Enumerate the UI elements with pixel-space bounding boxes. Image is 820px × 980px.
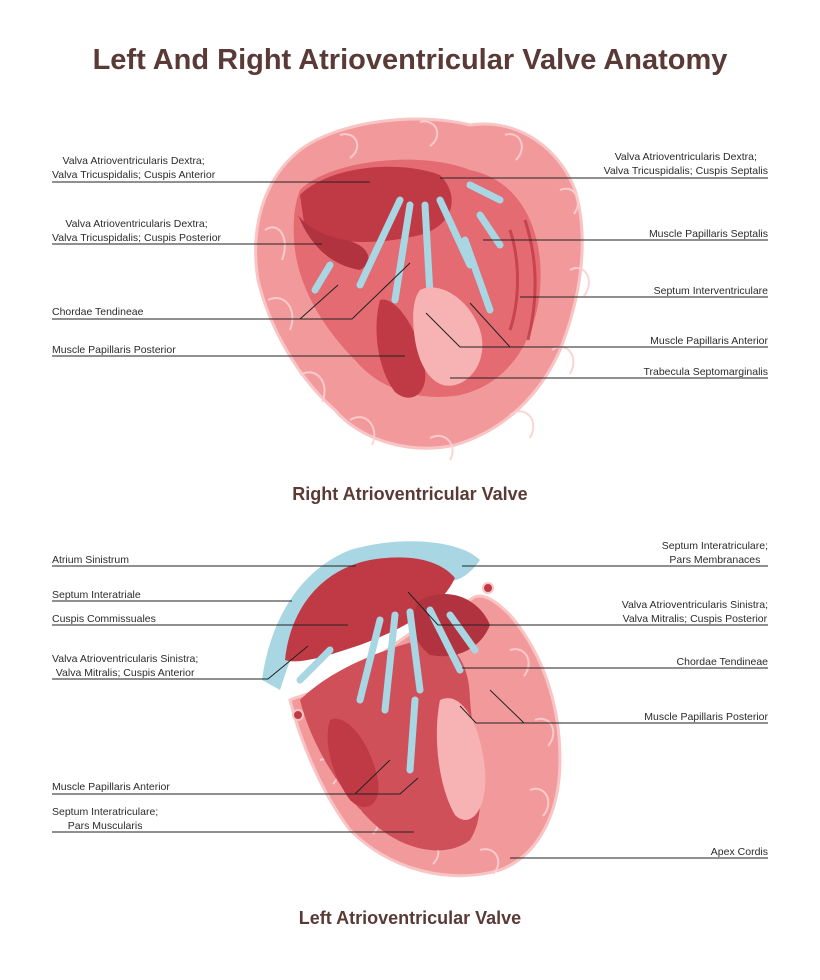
leader-lv-papillaris-anterior <box>52 759 419 795</box>
label-lv-apex-cordis: Apex Cordis <box>710 846 768 858</box>
label-rv-muscle-papillaris-posterior: Muscle Papillaris Posterior <box>52 344 176 356</box>
leader-rv-papillaris-anterior <box>425 302 768 348</box>
leader-rv-chordae <box>52 262 411 320</box>
label-lv-atrium-sinistrum: Atrium Sinistrum <box>52 554 130 566</box>
label-lv-septum-pars-membranaces: Septum Interatriculare; Pars Membranaces <box>661 540 768 566</box>
label-lv-septum-interatriale: Septum Interatriale <box>52 589 141 601</box>
label-lv-cuspis-commissuales: Cuspis Commissuales <box>52 613 156 625</box>
label-rv-muscle-papillaris-septalis: Muscle Papillaris Septalis <box>648 228 768 240</box>
leader-lv-cuspis-posterior <box>407 591 768 626</box>
label-lv-muscle-papillaris-anterior: Muscle Papillaris Anterior <box>52 781 170 793</box>
label-rv-trabecula-septomarginalis: Trabecula Septomarginalis <box>643 366 768 378</box>
page-title: Left And Right Atrioventricular Valve An… <box>92 44 728 76</box>
left-ventricle-chamber <box>300 639 481 851</box>
left-atrium-membrane <box>262 541 480 690</box>
muscle-papillaris-posterior-shape-left <box>436 698 486 820</box>
label-rv-cuspis-posterior: Valva Atrioventricularis Dextra; Valva T… <box>52 218 222 244</box>
label-lv-cuspis-posterior: Valva Atrioventricularis Sinistra; Valva… <box>621 599 768 625</box>
label-lv-septum-pars-muscularis: Septum Interatriculare; Pars Muscularis <box>52 806 159 832</box>
leader-lv-cuspis-anterior <box>52 645 309 680</box>
right-valve-caption: Right Atrioventricular Valve <box>292 484 528 504</box>
label-rv-chordae-tendineae: Chordae Tendineae <box>52 306 144 318</box>
right-valve-heart <box>254 117 590 461</box>
vessel-dot-2 <box>292 709 304 721</box>
label-rv-muscle-papillaris-anterior: Muscle Papillaris Anterior <box>650 335 768 347</box>
left-valve-heart <box>262 541 562 878</box>
leader-lines <box>52 177 768 859</box>
label-rv-cuspis-septalis: Valva Atrioventricularis Dextra; Valva T… <box>603 151 768 177</box>
label-lv-muscle-papillaris-posterior: Muscle Papillaris Posterior <box>644 711 768 723</box>
muscle-papillaris-posterior-shape <box>376 299 426 398</box>
label-rv-septum-interventriculare: Septum Interventriculare <box>653 285 768 297</box>
muscle-papillaris-anterior-shape-left <box>327 718 379 808</box>
atrium-sinistrum-chamber <box>285 557 455 662</box>
cuspis-anterior-shape <box>300 166 452 242</box>
left-valve-caption: Left Atrioventricular Valve <box>298 908 522 928</box>
label-rv-cuspis-anterior: Valva Atrioventricularis Dextra; Valva T… <box>52 155 216 181</box>
leader-lv-papillaris-posterior <box>459 689 768 724</box>
chordae-tendineae-strands-left <box>296 606 479 774</box>
chordae-tendineae-strands <box>311 181 504 314</box>
label-lv-cuspis-anterior: Valva Atrioventricularis Sinistra; Valva… <box>52 653 199 679</box>
trabecula-septomarginalis-shape <box>413 287 483 386</box>
cuspis-posterior-shape <box>298 215 369 270</box>
vessel-dot-1 <box>482 582 494 594</box>
label-lv-chordae-tendineae: Chordae Tendineae <box>676 656 768 668</box>
